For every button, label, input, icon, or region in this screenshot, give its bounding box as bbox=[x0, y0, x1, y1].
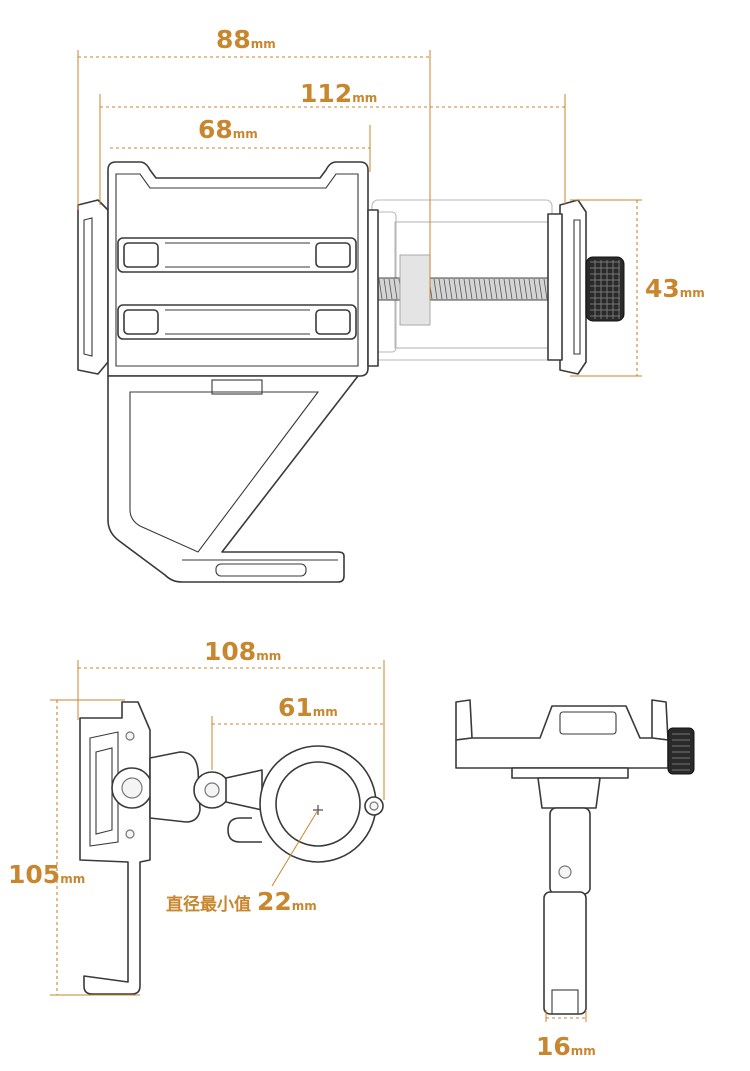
bracket-arm bbox=[107, 375, 359, 583]
dim-108-label: 108mm bbox=[204, 637, 281, 666]
dim-68-label: 68mm bbox=[198, 115, 258, 144]
dim-112-label: 112mm bbox=[300, 79, 377, 108]
top-dimensions bbox=[77, 50, 642, 377]
dim-61-label: 61mm bbox=[278, 693, 338, 722]
knurled-knob bbox=[585, 256, 625, 322]
dim-16-label: 16mm bbox=[536, 1032, 596, 1061]
dim-105-label: 105mm bbox=[8, 860, 85, 889]
top-down-view: 16mm bbox=[455, 699, 695, 1061]
dim-43-label: 43mm bbox=[645, 274, 705, 303]
threaded-rod bbox=[371, 254, 588, 326]
top-view: 88mm 112mm 68mm 43mm bbox=[77, 25, 705, 583]
main-holder-body bbox=[107, 161, 379, 377]
left-jaw bbox=[77, 199, 109, 375]
right-jaw bbox=[547, 199, 587, 375]
dim-88-label: 88mm bbox=[216, 25, 276, 54]
